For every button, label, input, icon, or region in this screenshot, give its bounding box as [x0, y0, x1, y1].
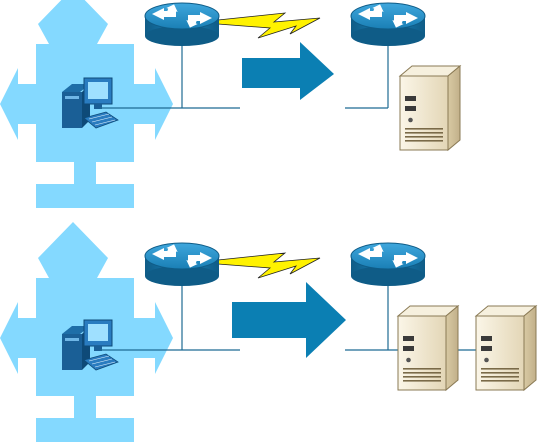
scenario-top: [0, 0, 460, 208]
serial-lightning-link: [218, 253, 320, 278]
router-icon: [351, 242, 425, 286]
scenario-bottom: [0, 222, 536, 442]
serial-lightning-link: [218, 13, 320, 38]
traffic-arrow: [242, 42, 334, 100]
server-icon: [476, 306, 536, 390]
server-icon: [398, 306, 458, 390]
traffic-arrow: [232, 282, 346, 358]
router-icon: [145, 242, 219, 286]
router-icon: [351, 2, 425, 46]
router-icon: [145, 2, 219, 46]
server-icon: [400, 66, 460, 150]
pc-icon: [62, 78, 118, 128]
pc-icon: [62, 320, 118, 370]
